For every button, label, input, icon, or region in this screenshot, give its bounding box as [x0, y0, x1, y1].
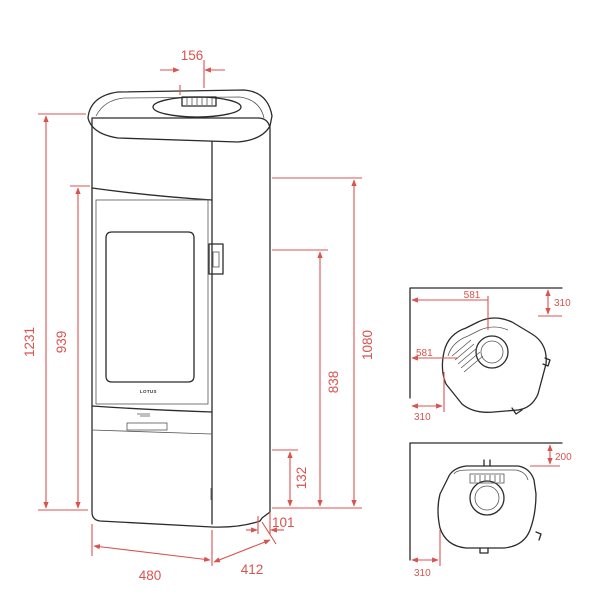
- dim-bottom-offset: 132: [294, 467, 309, 490]
- corner-stove-footprint: [441, 317, 547, 413]
- dim-wall-side: 310: [414, 568, 431, 579]
- dim-total-height: 1231: [22, 327, 37, 357]
- dim-depth: 412: [241, 562, 264, 577]
- stove-body-outline: [91, 117, 271, 528]
- dim-door-height: 939: [54, 331, 69, 354]
- glass-window: [105, 231, 195, 383]
- dim-corner-side-left: 581: [416, 348, 433, 359]
- dim-rear-depth: 101: [272, 515, 295, 530]
- top-grille: [181, 96, 217, 107]
- dim-corner-wall-top: 310: [554, 298, 571, 309]
- dim-corner-side-top: 581: [464, 290, 481, 301]
- corner-flue-circle: [475, 335, 509, 369]
- corner-plan-view: 581 310 581 310: [409, 287, 571, 423]
- stove-front-view: LOTUS: [87, 89, 273, 528]
- wall-plan-walls: [409, 442, 563, 561]
- ash-drawer-handle: [126, 422, 168, 431]
- dim-flue-width: 156: [181, 48, 204, 63]
- dim-wall-rear: 200: [555, 452, 572, 463]
- stove-top-cap: [87, 89, 273, 143]
- dim-width: 480: [139, 568, 162, 583]
- door-frame: [95, 199, 209, 405]
- door-handle: [208, 243, 224, 275]
- wall-flue-circle: [469, 480, 505, 516]
- top-cap-inner-edge: [95, 96, 265, 119]
- wall-stove-footprint: [437, 465, 537, 549]
- front-dimensions: 156 1231 939 1080 838 132 101 480: [22, 48, 375, 583]
- dim-corner-wall-left: 310: [414, 412, 431, 423]
- dim-rear-outlet-height: 838: [326, 371, 341, 394]
- dim-top-outlet-height: 1080: [360, 330, 375, 360]
- corner-walls: [409, 287, 563, 399]
- wall-plan-view: 200 310: [409, 442, 572, 579]
- brand-label: LOTUS: [140, 389, 157, 394]
